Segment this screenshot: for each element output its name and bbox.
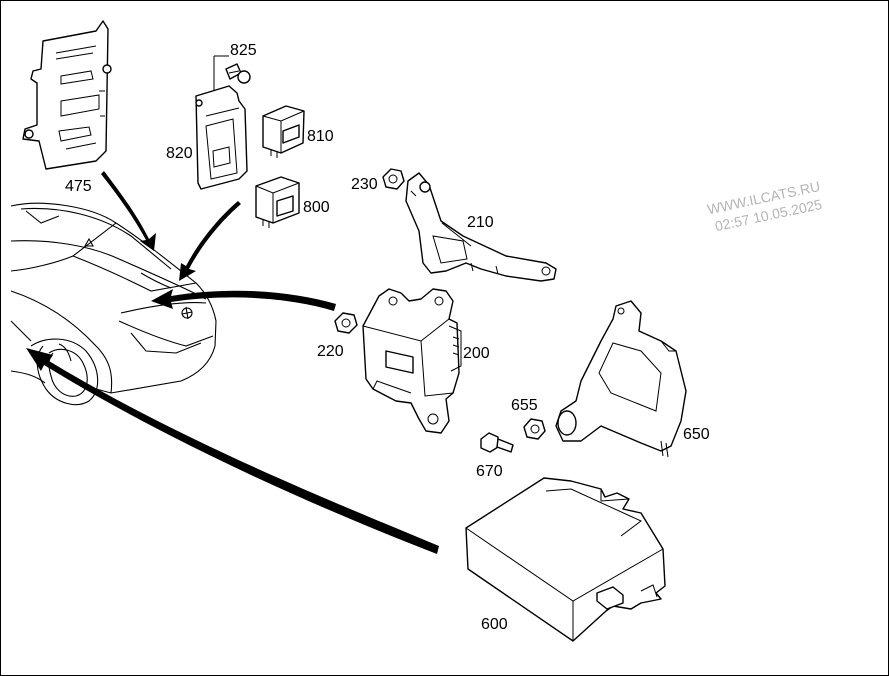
callout-670: 670 xyxy=(476,463,503,480)
watermark: WWW.ILCATS.RU 02:57 10.05.2025 xyxy=(706,178,824,234)
part-200-control-unit xyxy=(362,288,462,434)
assembly-arrows xyxy=(26,171,439,554)
callout-820: 820 xyxy=(166,145,193,162)
part-820-holder xyxy=(195,85,248,190)
part-230-nut xyxy=(382,168,405,190)
callout-825: 825 xyxy=(230,42,257,59)
callout-800: 800 xyxy=(303,199,330,216)
part-220-nut xyxy=(334,312,358,334)
part-475-bracket xyxy=(22,20,112,170)
part-670-bolt xyxy=(480,432,514,453)
part-650-bracket xyxy=(555,300,687,458)
callout-210: 210 xyxy=(467,214,494,231)
callout-475: 475 xyxy=(65,178,92,195)
part-600-module xyxy=(465,477,666,642)
callout-810: 810 xyxy=(307,128,334,145)
callout-200: 200 xyxy=(463,345,490,362)
part-810-relay xyxy=(262,105,305,158)
callout-220: 220 xyxy=(317,343,344,360)
vehicle-rear-illustration xyxy=(10,202,217,406)
callout-labels: 475 825 820 810 800 230 210 220 200 655 … xyxy=(65,42,710,633)
callout-655: 655 xyxy=(511,397,538,414)
callout-650: 650 xyxy=(683,426,710,443)
part-210-bracket xyxy=(405,172,557,282)
part-800-relay xyxy=(255,176,300,228)
part-655-nut xyxy=(523,418,546,440)
callout-600: 600 xyxy=(481,616,508,633)
callout-230: 230 xyxy=(351,176,378,193)
